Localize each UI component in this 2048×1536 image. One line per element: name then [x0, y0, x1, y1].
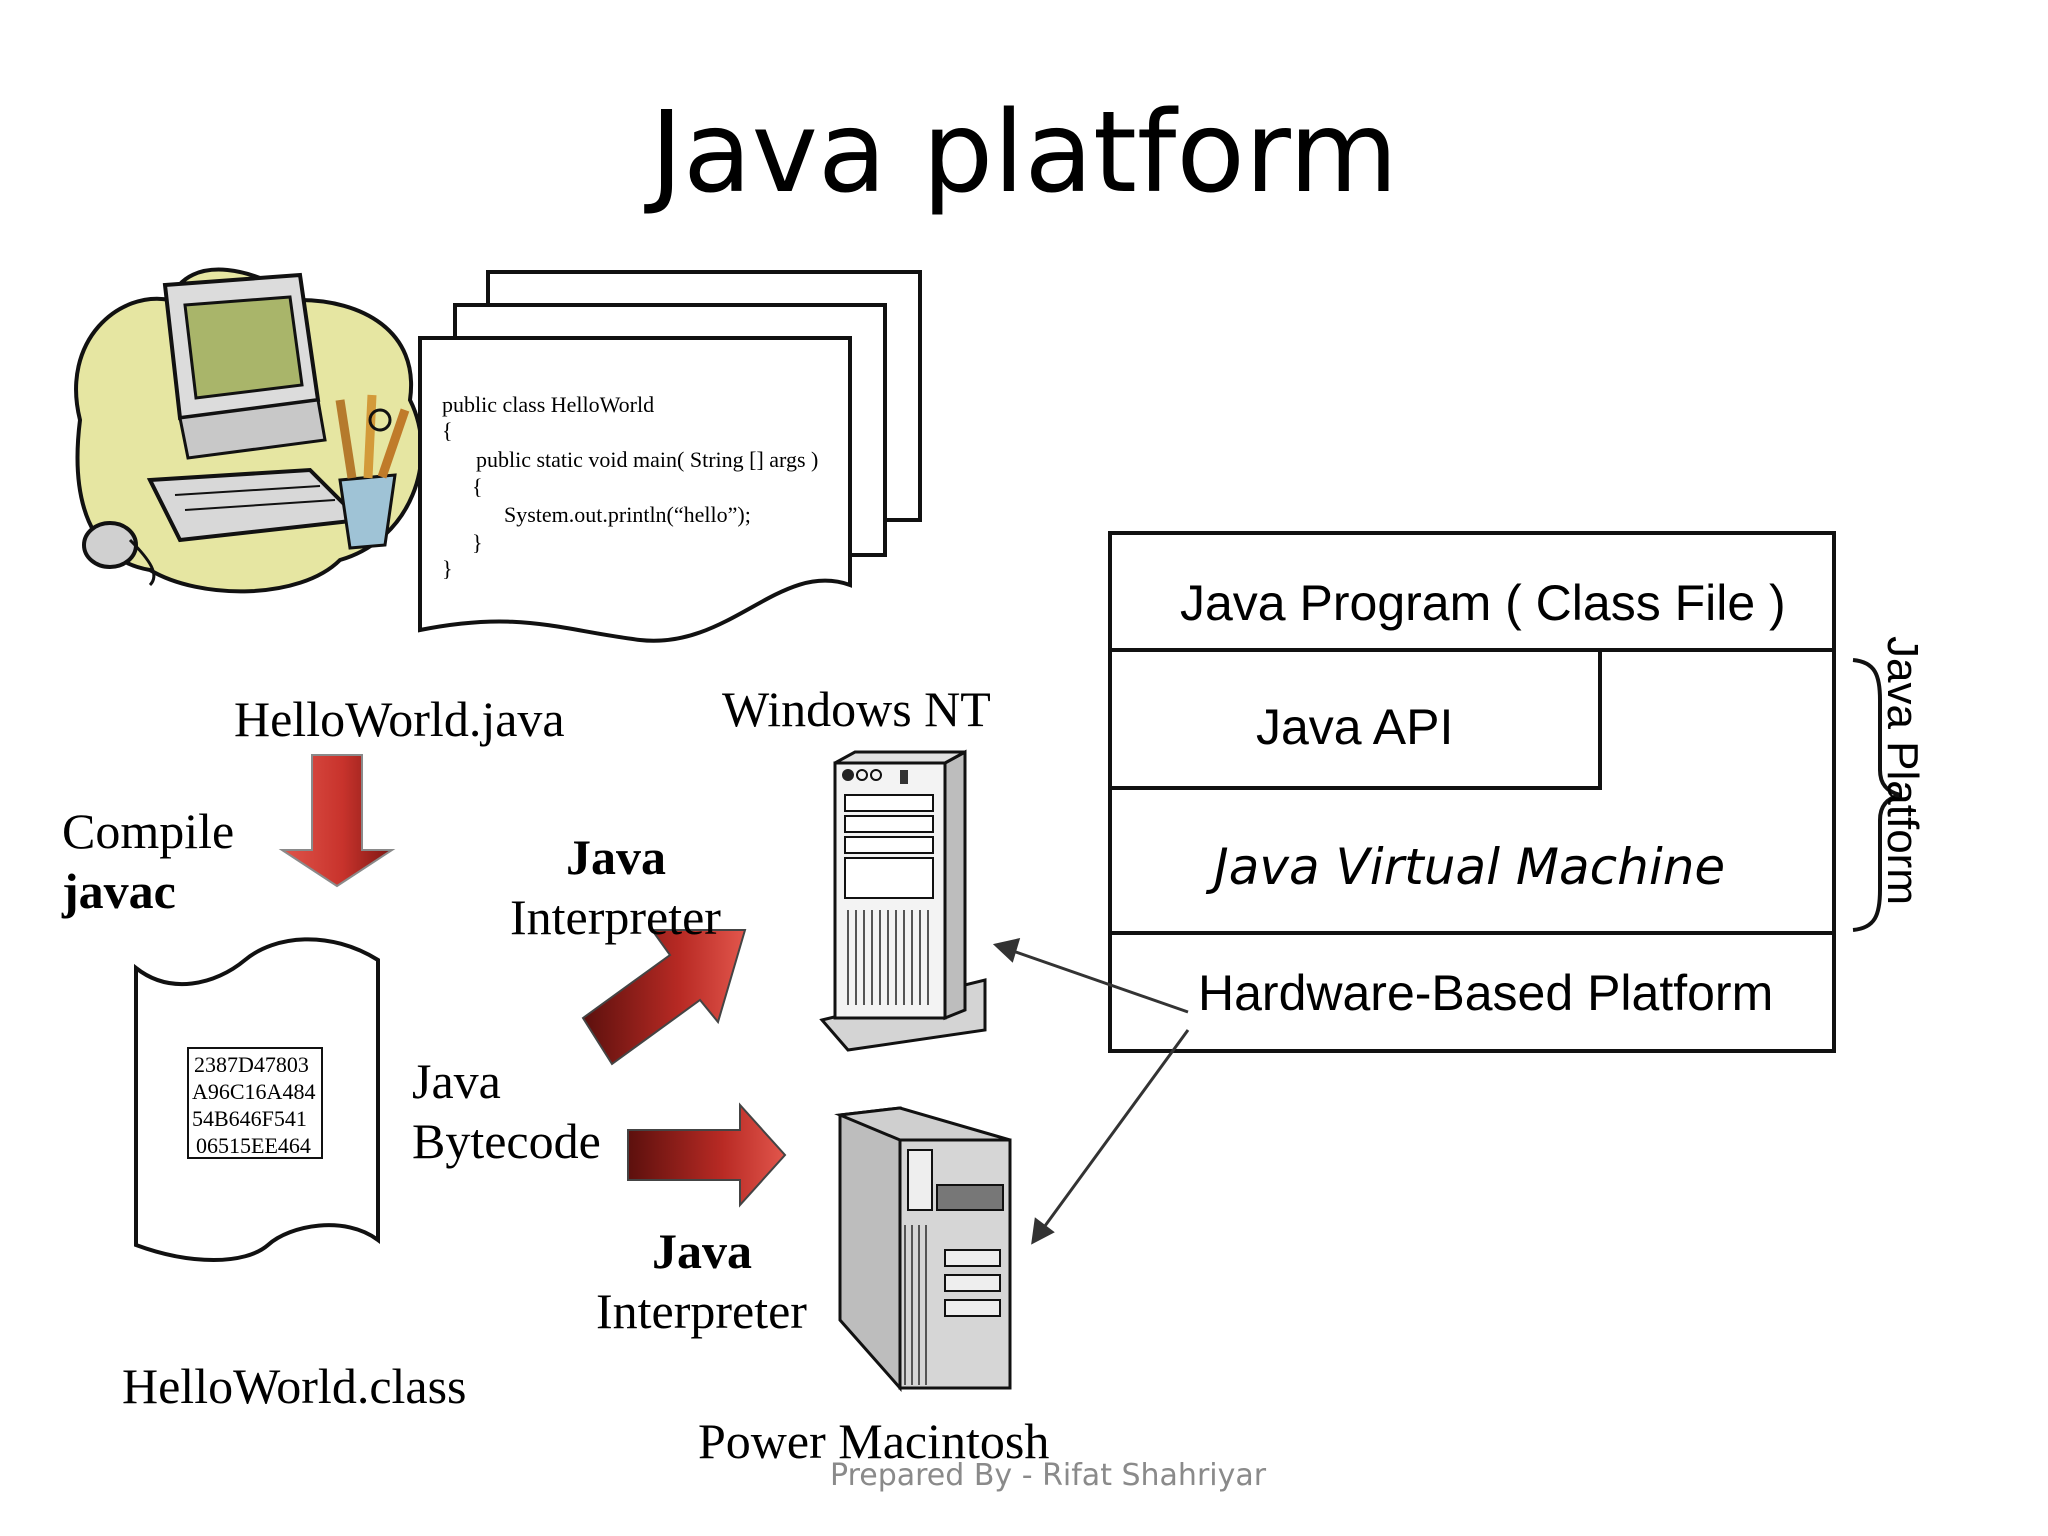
bytecode-label-java: Java — [412, 1053, 501, 1109]
hex-line: 2387D47803 — [194, 1052, 309, 1077]
source-filename: HelloWorld.java — [234, 691, 565, 747]
mac-tower-icon — [834, 1106, 1012, 1392]
compiler-name: javac — [62, 863, 176, 919]
hardware-pointer-arrows — [992, 937, 1190, 1245]
slide-title: Java platform — [649, 88, 1399, 218]
bytecode-label: Bytecode — [412, 1113, 601, 1169]
code-line: } — [442, 556, 453, 581]
interpreter-top-label: Interpreter — [510, 889, 721, 945]
hex-line: 06515EE464 — [196, 1133, 311, 1158]
code-line: System.out.println(“hello”); — [504, 502, 751, 527]
document-stack-icon — [418, 270, 922, 643]
layer-java-program: Java Program ( Class File ) — [1180, 575, 1786, 631]
code-line: { — [472, 474, 483, 499]
java-platform-brace — [1852, 658, 1901, 932]
compile-arrow-icon — [278, 754, 396, 888]
code-line: { — [442, 418, 453, 443]
interpreter-arrow-up-icon — [581, 929, 747, 1066]
footer-credit: Prepared By - Rifat Shahriyar — [830, 1458, 1267, 1493]
class-filename: HelloWorld.class — [122, 1358, 467, 1414]
hex-line: A96C16A484 — [192, 1079, 316, 1104]
computer-clipart-icon — [74, 267, 424, 594]
layer-java-api: Java API — [1256, 699, 1454, 755]
platform-stack-box — [1108, 531, 1836, 1053]
windows-nt-label: Windows NT — [722, 681, 991, 737]
interpreter-top-bold: Java — [566, 829, 666, 885]
tower-pc-icon — [819, 749, 987, 1052]
scroll-icon — [134, 937, 380, 1262]
layer-hardware: Hardware-Based Platform — [1198, 965, 1774, 1021]
interpreter-bottom-label: Interpreter — [596, 1283, 807, 1339]
compile-label: Compile — [62, 803, 235, 859]
code-line: } — [472, 530, 483, 555]
java-platform-label: Java Platform — [1878, 636, 1927, 905]
code-line: public class HelloWorld — [442, 392, 655, 417]
code-line: public static void main( String [] args … — [476, 447, 819, 472]
power-mac-label: Power Macintosh — [698, 1413, 1050, 1469]
layer-jvm: Java Virtual Machine — [1214, 838, 1726, 896]
hex-line: 54B646F541 — [192, 1106, 307, 1131]
bytecode-arrow-right-icon — [627, 1102, 787, 1208]
interpreter-bottom-bold: Java — [652, 1223, 752, 1279]
